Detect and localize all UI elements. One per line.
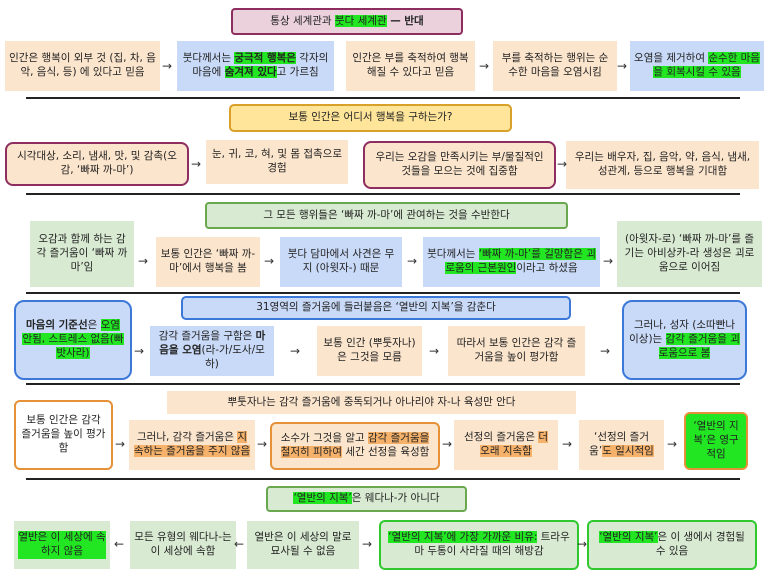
text: 열반은 이 세상의 말로 묘사될 수 없음 <box>254 531 352 557</box>
r6-box-closest-analogy: ‘열반의 지복’에 가장 가까운 비유: 트라우마 두통이 사라질 때의 해방감 <box>379 520 579 570</box>
arrow-left-icon: ← <box>234 537 245 551</box>
arrow-right-icon: → <box>562 437 573 451</box>
text: 그러나, 성자 (소따빤나 이상)는 <box>629 319 736 346</box>
arrow-right-icon: → <box>362 537 373 551</box>
r1-box-wealth-belief: 인간은 부를 축적하여 행복해질 수 있다고 믿음 <box>346 41 475 91</box>
r2-box-expect-happiness: 우리는 배우자, 집, 음악, 약, 음식, 냄새, 성관계, 등으로 행복을 … <box>566 141 759 189</box>
text: 선정의 즐거움은 <box>464 431 539 444</box>
r6-box-indescribable: 열반은 이 세상의 말로 묘사될 수 없음 <box>247 521 359 569</box>
highlight: 감각 즐거움을 괴로움으로 봄 <box>658 333 740 359</box>
highlight: 열반은 이 세상에 속하지 않음 <box>18 531 106 559</box>
title-post: — 반대 <box>386 14 424 27</box>
divider <box>26 292 740 294</box>
highlight: ‘열반의 지복’ <box>293 492 352 505</box>
arrow-left-icon: ← <box>114 537 125 551</box>
text: 고 가르침 <box>276 66 319 78</box>
r1-box-remove-defilement: 오염을 제거하여 순수한 마음을 회복시킬 수 있음 <box>630 41 764 91</box>
text: 트라우마 두통이 사라질 때의 해방감 <box>414 531 570 557</box>
r3-box-wrong-view: 붓다 담마에서 사견은 무지 (아윗자-) 때문 <box>280 237 402 287</box>
r3-box-buddha-root-cause: 붓다께서는 ‘빠짜 까-마’를 길망함은 괴로움의 근본원인이라고 하셨음 <box>423 237 600 287</box>
arrow-right-icon: → <box>134 344 145 358</box>
arrow-right-icon: → <box>290 344 301 358</box>
text: ‘선정의 즐거움’ <box>589 431 649 457</box>
arrow-right-icon: → <box>115 437 126 451</box>
r6-box-not-of-world: 열반은 이 세상에 속하지 않음 <box>14 521 110 569</box>
question-box-where-happiness: 보통 인간은 어디서 행복을 구하는가? <box>229 104 512 132</box>
text: 각자의 마음에 <box>192 52 329 78</box>
highlight: ‘열반의 지복’ <box>599 531 658 544</box>
r1-box-hidden-happiness: 붓다께서는 궁극적 행복은 각자의 마음에 숨겨져 있다고 가르침 <box>177 41 334 91</box>
text: (라-가/도사/모하) <box>201 344 265 370</box>
r3-box-see-happiness: 보통 인간은 ‘빠짜 까-마’에서 행복을 봄 <box>156 237 260 287</box>
arrow-right-icon: → <box>191 157 202 171</box>
arrow-right-icon: → <box>162 59 173 73</box>
text: 이라고 하셨음 <box>516 262 578 274</box>
highlight: 숨겨져 있다 <box>224 66 277 78</box>
r4-box-noble-sees-suffering: 그러나, 성자 (소따빤나 이상)는 감각 즐거움을 괴로움으로 봄 <box>622 300 747 380</box>
text: 소수가 그것을 알고 <box>280 432 368 445</box>
r6-box-vedana-of-world: 모든 유형의 웨다나-는 이 세상에 속함 <box>130 521 236 569</box>
arrow-right-icon: → <box>264 254 275 268</box>
text: 은 <box>87 319 101 332</box>
r6-box-experienced-this-life: ‘열반의 지복’은 이 생에서 경험될 수 있음 <box>587 520 757 570</box>
divider <box>26 97 740 99</box>
highlight: 도 일시적임 <box>602 445 654 457</box>
r4-box-mind-baseline: 마음의 기준선은 오염 안됨, 스트레스 없음(빠밧사라) <box>14 300 132 380</box>
r1-box-external-happiness: 인간은 행복이 외부 것 (집, 차, 음악, 음식, 등) 에 있다고 믿음 <box>5 41 160 91</box>
arrow-right-icon: → <box>667 437 678 451</box>
diagram-title: 통상 세계관과 붓다 세계관 — 반대 <box>231 8 463 35</box>
arrow-right-icon: → <box>138 254 149 268</box>
arrow-right-icon: → <box>407 254 418 268</box>
arrow-right-icon: → <box>442 437 453 451</box>
arrow-right-icon: → <box>479 59 490 73</box>
divider <box>26 383 740 385</box>
highlight: 마음을 오염 <box>159 330 266 357</box>
arrow-right-icon: → <box>600 344 611 358</box>
r1-box-wealth-pollutes: 부를 축적하는 행위는 순수한 마음을 오염시킴 <box>493 41 617 91</box>
arrow-right-icon: → <box>603 254 614 268</box>
r4-box-seek-pleasure: 감각 즐거움을 구함은 마음을 오염(라-가/도사/모하) <box>150 326 274 376</box>
question-box-nibbana-not-vedana: ‘열반의 지복’은 웨다나-가 아니다 <box>266 486 467 512</box>
text: 감각 즐거움을 구함은 <box>158 330 256 343</box>
r5-box-nibbana-permanent: ‘열반의 지복’은 영구적임 <box>684 412 748 470</box>
r3-box-sense-pleasure-def: 오감과 함께 하는 감각 즐거움이 ‘빠짜 까마’임 <box>30 221 134 287</box>
title-highlight: 붓다 세계관 <box>334 14 387 27</box>
text: 오염을 제거하여 <box>634 52 709 65</box>
r4-box-worldling-unaware: 보통 인간 (뿌툿자나)은 그것을 모름 <box>317 326 422 376</box>
text: 그러나, 감각 즐거움은 <box>137 431 238 444</box>
r2-box-sense-objects: 시각대상, 소리, 냄새, 맛, 및 감촉(오감, ‘빠짜 까-마’) <box>5 142 189 186</box>
r5-box-few-avoid: 소수가 그것을 알고 감각 즐거움을 철저히 피하여 세간 선정을 육성함 <box>270 422 440 470</box>
highlight: 궁극적 행복은 <box>234 52 296 65</box>
r2-box-accumulate: 우리는 오감을 만족시키는 부/물질적인 것들을 모으는 것에 집중함 <box>363 141 556 189</box>
arrow-right-icon: → <box>257 437 268 451</box>
arrow-right-icon: → <box>577 537 588 551</box>
text: 은 이 생에서 경험될 수 있음 <box>655 531 745 557</box>
text: 붓다께서는 <box>182 52 235 65</box>
text: 세간 선정을 육성함 <box>342 446 430 458</box>
r5-box-jhana-lasts: 선정의 즐거움은 더 오래 지속함 <box>454 420 558 470</box>
arrow-right-icon: → <box>429 344 440 358</box>
r5-box-jhana-temporary: ‘선정의 즐거움’도 일시적임 <box>579 420 664 470</box>
text: 은 웨다나-가 아니다 <box>351 492 440 505</box>
highlight: 마음의 기준선 <box>26 319 88 332</box>
text: 붓다께서는 <box>427 248 479 261</box>
arrow-right-icon: → <box>617 59 628 73</box>
r5-box-value-pleasure: 보통 인간은 감각 즐거움을 높이 평가함 <box>14 400 113 470</box>
title-pre: 통상 세계관과 <box>270 14 335 27</box>
r2-box-contact: 눈, 귀, 코, 혀, 및 몸 접촉으로 경험 <box>206 140 348 184</box>
r3-box-leads-to-suffering: (아윗자-로) ‘빠짜 까-마’를 즐기는 아비상카-라 생성은 괴로움으로 이… <box>617 221 762 287</box>
question-box-31-realms: 31영역의 즐거움에 들러붙음은 ‘열반의 지복’을 감춘다 <box>181 296 571 320</box>
question-box-all-actions: 그 모든 행위들은 ‘빠짜 까-마’에 관여하는 것을 수반한다 <box>205 202 568 229</box>
highlight: ‘열반의 지복’에 가장 가까운 비유: <box>388 531 538 544</box>
arrow-right-icon: → <box>557 157 568 171</box>
r5-box-not-lasting: 그러나, 감각 즐거움은 지속하는 즐거움을 주지 않음 <box>129 420 255 470</box>
divider <box>26 193 740 195</box>
divider <box>26 478 740 480</box>
r4-box-value-pleasure: 따라서 보통 인간은 감각 즐거움을 높이 평가함 <box>448 326 585 376</box>
question-box-puthujjana: 뿌툿자나는 감각 즐거움에 중독되거나 아나리야 자-나 육성만 안다 <box>167 391 576 414</box>
